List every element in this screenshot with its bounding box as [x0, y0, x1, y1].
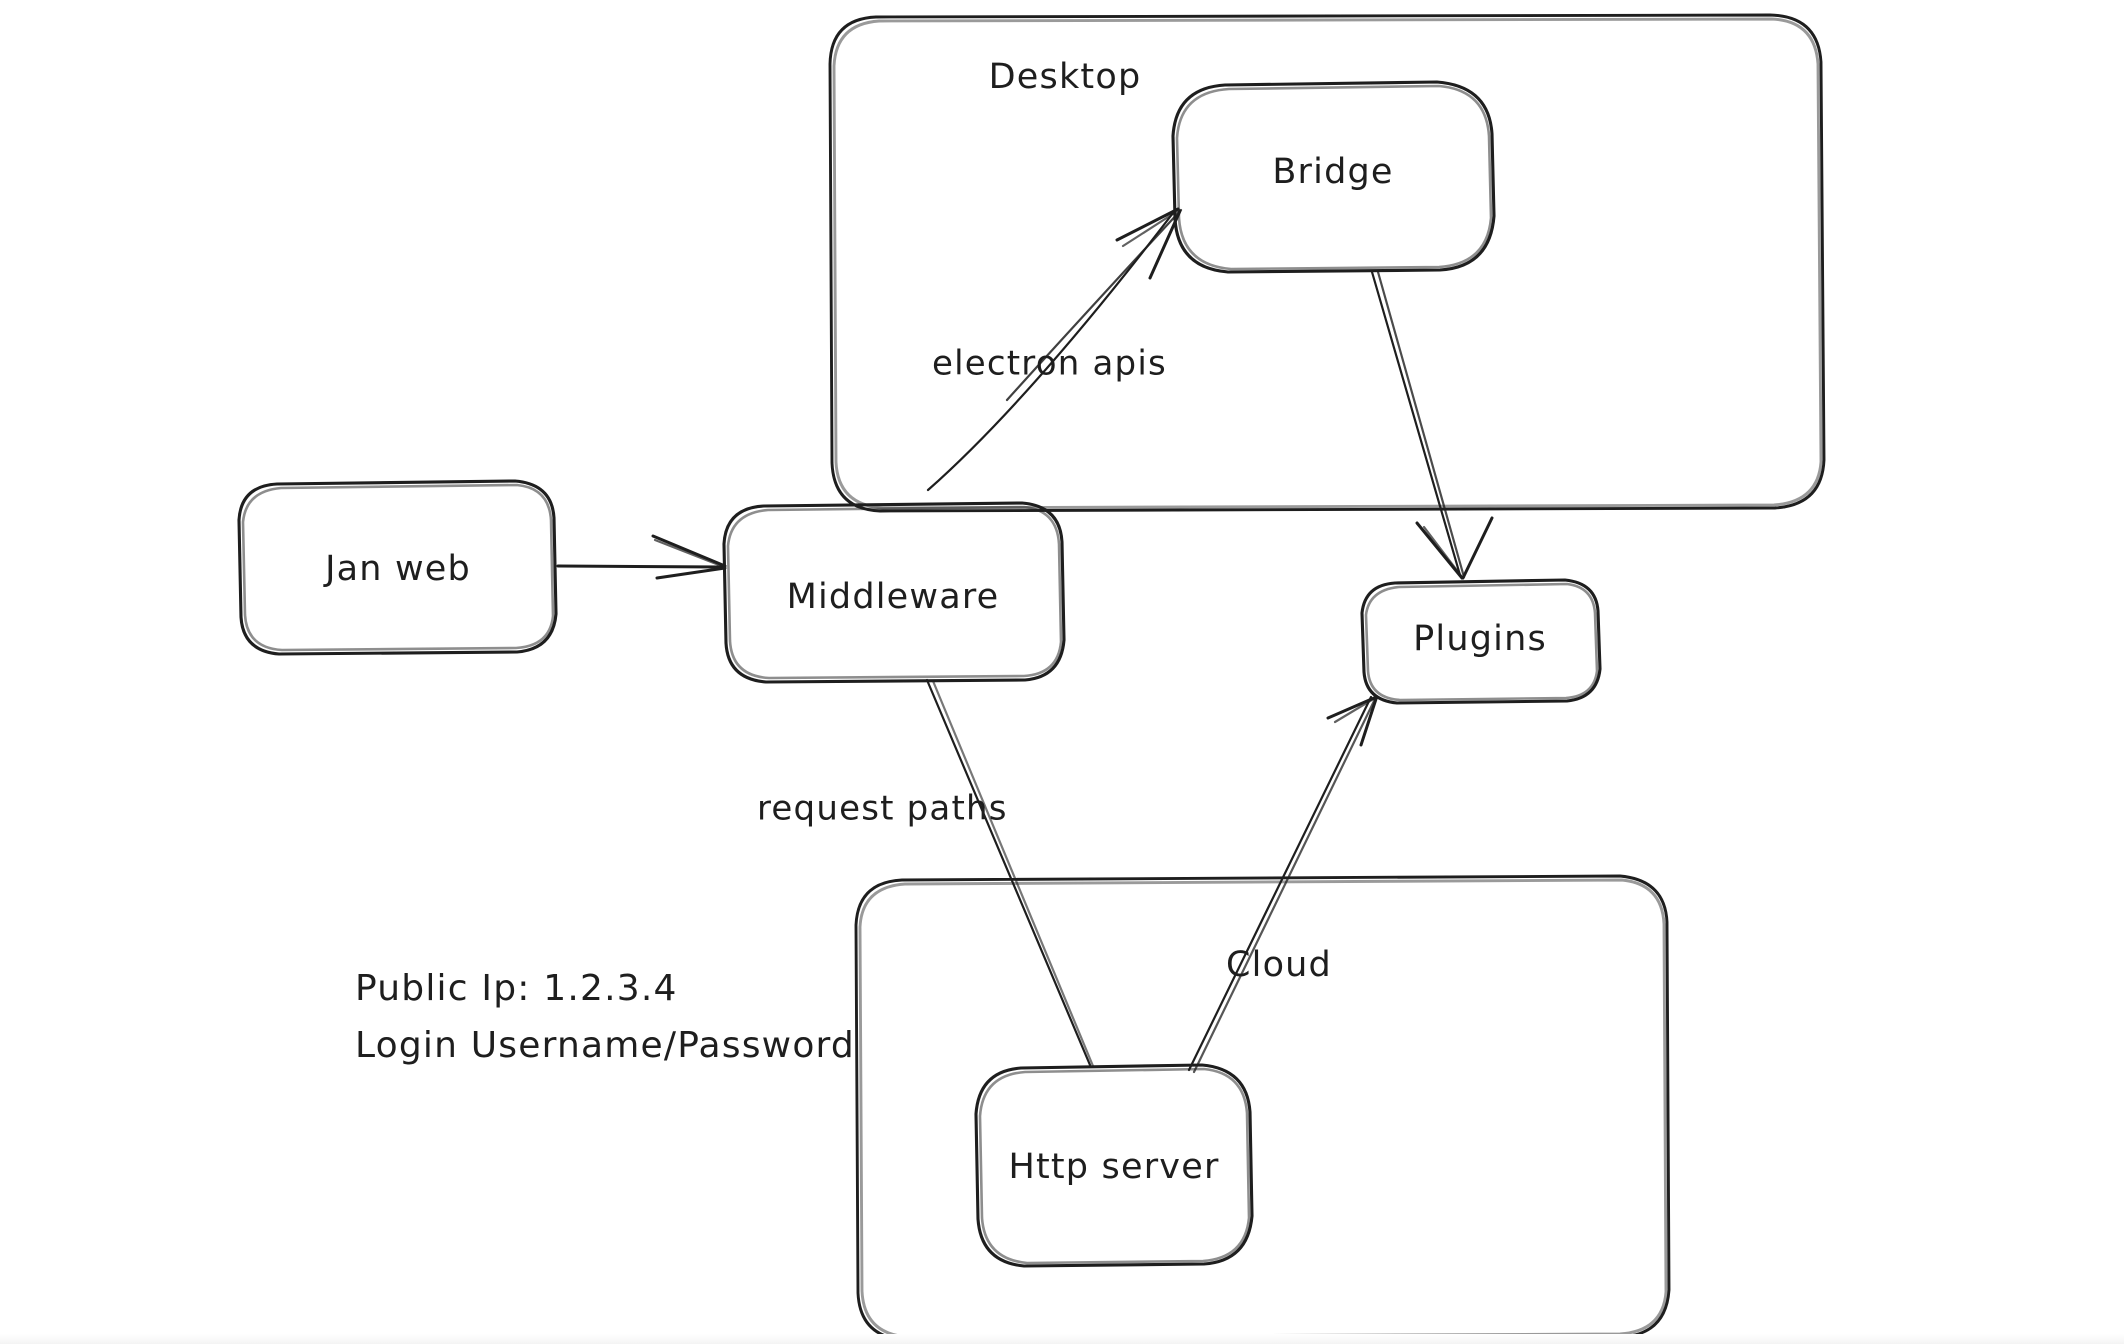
notes-block: Public Ip: 1.2.3.4 Login Username/Passwo…: [355, 968, 855, 1066]
node-middleware-label: Middleware: [787, 577, 1000, 617]
node-http-server[interactable]: Http server: [974, 1063, 1254, 1268]
edge-middleware-to-http[interactable]: request paths: [757, 678, 1095, 1068]
container-desktop-label: Desktop: [989, 57, 1142, 97]
edge-label-electron-apis: electron apis: [932, 344, 1167, 384]
edge-jan-to-middleware[interactable]: [556, 534, 727, 580]
node-bridge-label: Bridge: [1272, 152, 1393, 192]
container-desktop[interactable]: Desktop: [828, 13, 1826, 513]
note-login: Login Username/Password: [355, 1025, 855, 1066]
bottom-edge-fade: [0, 1334, 2124, 1344]
edge-bridge-to-plugins[interactable]: [1370, 270, 1494, 580]
edge-middleware-to-bridge[interactable]: electron apis: [926, 207, 1183, 492]
node-http-server-label: Http server: [1008, 1147, 1219, 1187]
edge-label-request-paths: request paths: [757, 789, 1008, 829]
node-plugins-label: Plugins: [1413, 619, 1547, 659]
container-cloud-label: Cloud: [1226, 945, 1332, 985]
node-jan-web-label: Jan web: [323, 549, 471, 589]
edge-http-to-plugins[interactable]: [1187, 695, 1378, 1074]
node-bridge[interactable]: Bridge: [1171, 80, 1496, 274]
node-middleware[interactable]: Middleware: [722, 501, 1066, 684]
node-plugins[interactable]: Plugins: [1360, 578, 1602, 705]
note-public-ip: Public Ip: 1.2.3.4: [355, 968, 678, 1009]
node-jan-web[interactable]: Jan web: [237, 479, 558, 656]
